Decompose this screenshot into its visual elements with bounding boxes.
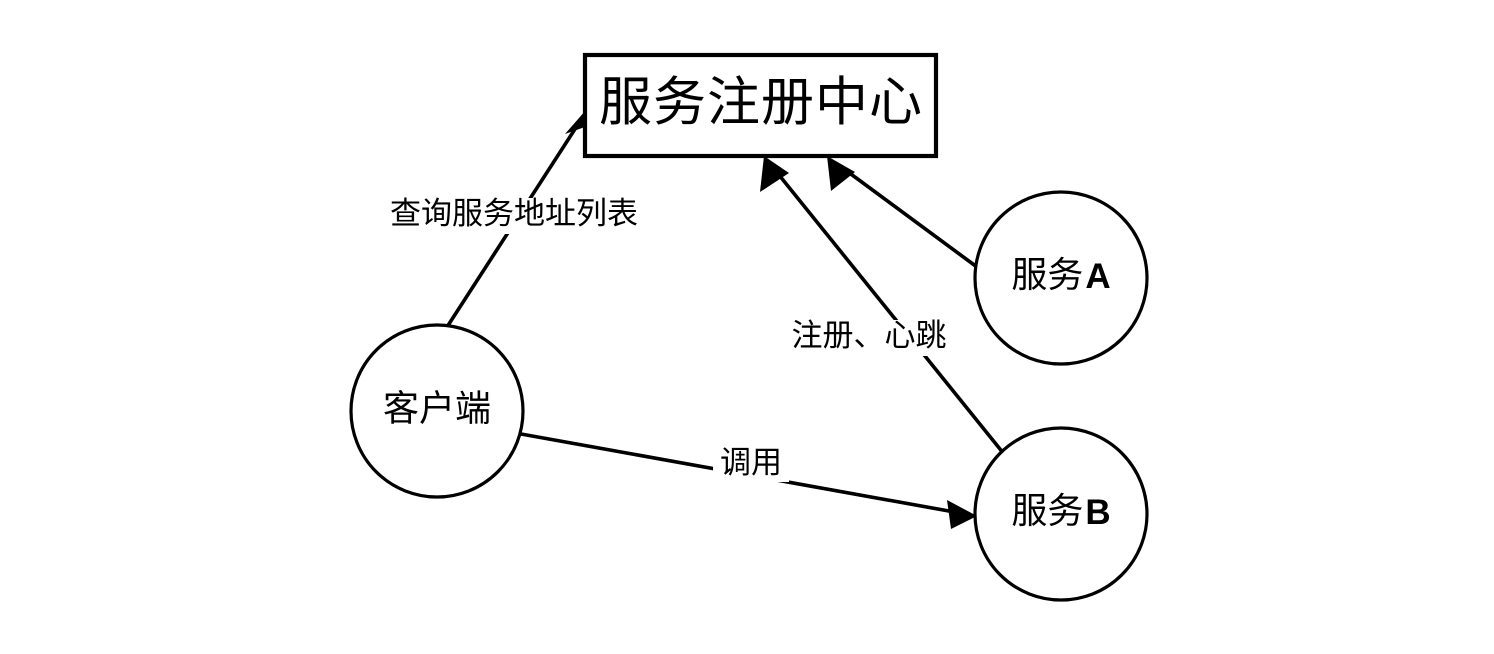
edge-line-service-b-to-registry: [773, 168, 1006, 456]
edge-label-register-group: 注册、心跳: [781, 318, 957, 356]
service-a-label-cjk: 服务: [1011, 255, 1083, 295]
edge-line-service-a-to-registry: [838, 164, 983, 272]
edge-service-a-to-registry[interactable]: [827, 156, 983, 272]
service-b-label-cjk: 服务: [1011, 491, 1083, 531]
registry-box: [582, 52, 939, 159]
client-circle: [349, 323, 525, 499]
edge-label-invoke-backing: [713, 448, 789, 482]
edge-label-query: 查询服务地址列表: [390, 196, 638, 231]
arrowhead-service-b-to-registry: [760, 156, 789, 192]
service-b-label: 服务B: [1011, 491, 1110, 532]
nodes-layer: 服务注册中心 客户端 服务A 服务B: [349, 52, 1149, 602]
arrowhead-client-to-service-b: [947, 500, 977, 529]
node-service-b[interactable]: 服务B: [973, 426, 1149, 602]
service-a-label-latin: A: [1085, 257, 1110, 296]
node-service-a[interactable]: 服务A: [973, 190, 1149, 366]
client-label: 客户端: [383, 388, 491, 428]
service-a-label: 服务A: [1011, 255, 1110, 296]
edge-label-invoke: 调用: [720, 445, 782, 480]
node-client[interactable]: 客户端: [349, 323, 525, 499]
edge-service-b-to-registry[interactable]: [760, 156, 1006, 456]
edge-label-invoke-group: 调用: [713, 445, 789, 482]
edge-labels-layer: 查询服务地址列表 注册、心跳 调用: [378, 196, 957, 482]
service-a-circle: [973, 190, 1149, 366]
service-b-circle: [973, 426, 1149, 602]
edge-label-register-heartbeat: 注册、心跳: [792, 318, 947, 353]
arrowhead-service-a-to-registry: [827, 156, 855, 191]
service-b-label-latin: B: [1085, 493, 1110, 532]
node-registry[interactable]: 服务注册中心: [582, 52, 939, 159]
edge-label-register-backing: [781, 320, 957, 356]
edge-label-query-group: 查询服务地址列表: [378, 196, 650, 234]
edge-label-query-backing: [378, 198, 650, 234]
registry-label: 服务注册中心: [599, 74, 923, 132]
